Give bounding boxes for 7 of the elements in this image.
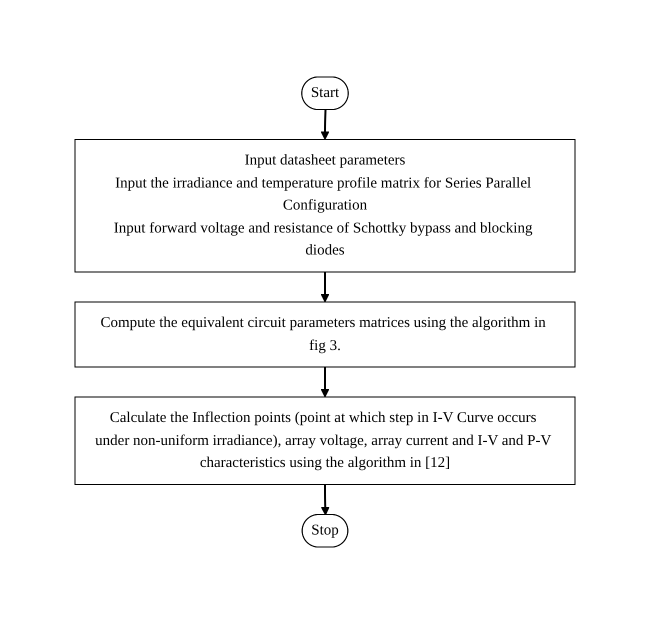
node-box: Calculate the Inflection points (point at which step in I-V Curve occurs under non-uniform irradiance), array voltage, array current and I-V and P-V characteristics using the algorithm in [12] bbox=[74, 396, 576, 485]
arrow bbox=[320, 272, 330, 302]
arrow bbox=[320, 110, 330, 140]
arrow bbox=[320, 367, 330, 398]
arrow bbox=[320, 484, 330, 516]
node-box: Compute the equivalent circuit parameters matrices using the algorithm in fig 3. bbox=[74, 302, 576, 368]
node-box: Input datasheet parameters Input the irradiance and temperature profile matrix for Series Parallel Configuration Input forward voltage and resistance of Schottky bypass and blocking diodes bbox=[74, 139, 576, 272]
